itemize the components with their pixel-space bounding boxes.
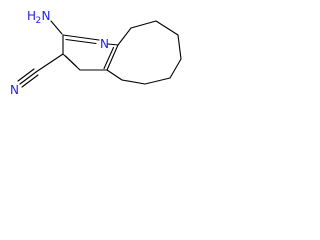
amine-n-label: N xyxy=(42,9,51,23)
molecule-structure: H 2 N N N xyxy=(10,9,182,97)
bond-cn-triple-3 xyxy=(21,74,39,88)
amine-h-subscript: 2 xyxy=(36,16,42,26)
bond-c4-c3-double xyxy=(64,55,78,68)
bond-c9-c10 xyxy=(130,20,157,29)
bond-c11-c12 xyxy=(177,34,182,60)
bond-c3-cn xyxy=(35,53,64,73)
bond-c2-n1-double xyxy=(65,38,97,45)
bond-c2-nh2 xyxy=(50,20,63,35)
bond-cn-triple-2 xyxy=(17,68,35,82)
bond-c13-c14 xyxy=(144,77,171,85)
bond-c2-n1 xyxy=(62,34,100,41)
bond-c8a-c4a xyxy=(106,44,119,71)
ring-n-label: N xyxy=(100,37,109,51)
nitrile-n-label: N xyxy=(10,83,19,97)
bond-c14-c15 xyxy=(121,79,146,85)
bond-c12-c13 xyxy=(169,58,182,79)
bond-c8a-c4a-double xyxy=(103,46,115,70)
bond-c15-c4a xyxy=(106,69,123,81)
amine-h-label: H xyxy=(27,9,36,23)
bond-cn-triple-1 xyxy=(19,71,37,85)
bond-n1-c8a xyxy=(107,43,119,46)
bond-c8a-c9 xyxy=(117,27,132,46)
bond-c10-c11 xyxy=(155,20,179,36)
